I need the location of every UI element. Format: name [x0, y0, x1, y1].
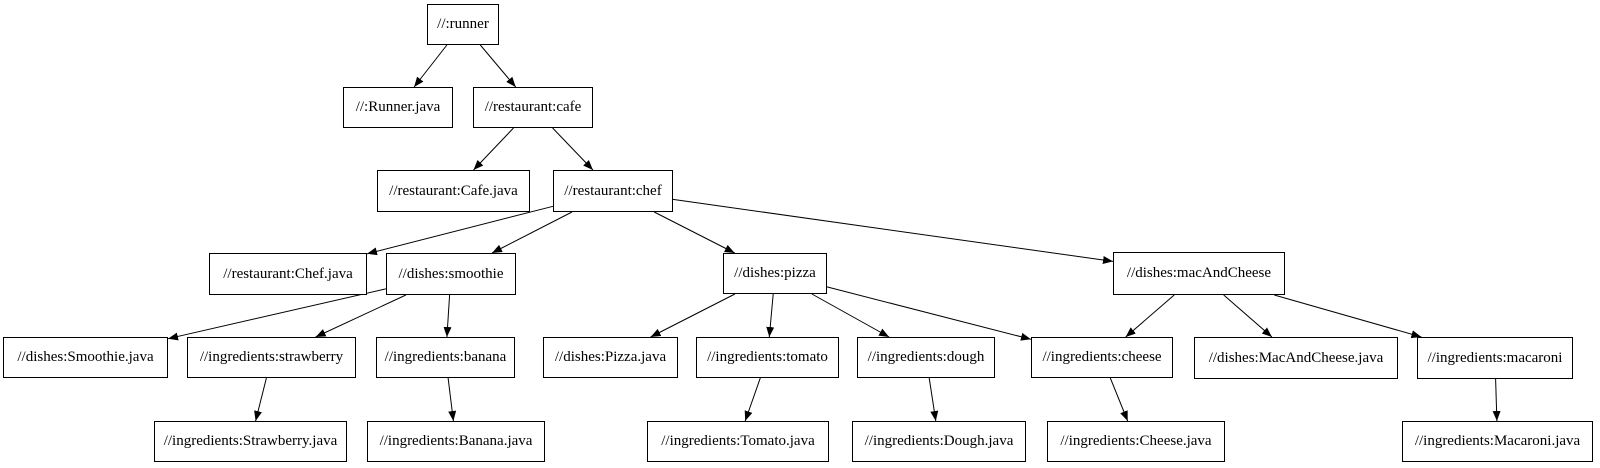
graph-edge-chef-to-chef_java	[366, 205, 554, 256]
graph-edge-chef-to-pizza	[653, 211, 735, 254]
graph-edge-macaroni-to-macaroni_java	[1492, 378, 1501, 422]
graph-edge-macandcheese-to-macandcheese_java	[1223, 294, 1273, 338]
graph-edge-runner-to-runner_java	[413, 44, 448, 88]
graph-node-banana_java: //ingredients:Banana.java	[367, 421, 545, 462]
graph-edge-macandcheese-to-cheese	[1125, 294, 1175, 338]
graph-node-macaroni_java: //ingredients:Macaroni.java	[1402, 421, 1593, 462]
graph-node-runner_java: //:Runner.java	[343, 87, 453, 128]
graph-node-cheese: //ingredients:cheese	[1031, 337, 1173, 378]
graph-node-tomato: //ingredients:tomato	[696, 337, 839, 378]
graph-edge-strawberry-to-strawberry_java	[254, 377, 267, 422]
graph-edge-tomato-to-tomato_java	[744, 377, 761, 422]
graph-node-macaroni: //ingredients:macaroni	[1417, 337, 1573, 379]
graph-edge-cafe-to-chef	[552, 127, 594, 171]
graph-edge-chef-to-smoothie	[491, 211, 573, 254]
graph-node-cafe_java: //restaurant:Cafe.java	[377, 170, 530, 212]
graph-node-dough_java: //ingredients:Dough.java	[852, 421, 1026, 462]
graph-edge-banana-to-banana_java	[447, 377, 457, 422]
graph-node-smoothie: //dishes:smoothie	[386, 253, 516, 295]
graph-node-macandcheese: //dishes:macAndCheese	[1113, 252, 1285, 295]
graph-edge-pizza-to-dough	[811, 293, 890, 338]
graph-edge-pizza-to-pizza_java	[650, 293, 736, 338]
graph-edge-cafe-to-cafe_java	[473, 127, 514, 171]
graph-node-cafe: //restaurant:cafe	[473, 87, 593, 128]
graph-node-strawberry_java: //ingredients:Strawberry.java	[154, 421, 347, 462]
graph-node-smoothie_java: //dishes:Smoothie.java	[3, 337, 168, 378]
graph-node-chef_java: //restaurant:Chef.java	[209, 253, 367, 295]
graph-node-tomato_java: //ingredients:Tomato.java	[647, 421, 829, 462]
graph-edge-pizza-to-cheese	[826, 286, 1032, 341]
graph-node-banana: //ingredients:banana	[376, 337, 515, 378]
graph-node-pizza_java: //dishes:Pizza.java	[543, 337, 678, 378]
graph-edge-runner-to-cafe	[479, 44, 517, 88]
graph-edge-macandcheese-to-macaroni	[1274, 294, 1422, 339]
graph-node-runner: //:runner	[427, 4, 499, 45]
graph-edge-pizza-to-tomato	[766, 293, 775, 338]
graph-edge-dough-to-dough_java	[928, 377, 939, 422]
graph-edge-chef-to-macandcheese	[672, 198, 1114, 264]
graph-node-strawberry: //ingredients:strawberry	[187, 337, 356, 378]
graph-node-pizza: //dishes:pizza	[723, 253, 827, 294]
graph-node-dough: //ingredients:dough	[857, 337, 995, 378]
graph-node-macandcheese_java: //dishes:MacAndCheese.java	[1194, 337, 1398, 379]
graph-node-cheese_java: //ingredients:Cheese.java	[1047, 421, 1225, 462]
graph-edge-smoothie-to-strawberry	[315, 294, 407, 338]
graph-edge-cheese-to-cheese_java	[1109, 377, 1129, 422]
graph-edge-smoothie-to-banana	[443, 294, 452, 338]
graph-edge-smoothie-to-smoothie_java	[167, 288, 387, 341]
graph-node-chef: //restaurant:chef	[553, 170, 673, 212]
